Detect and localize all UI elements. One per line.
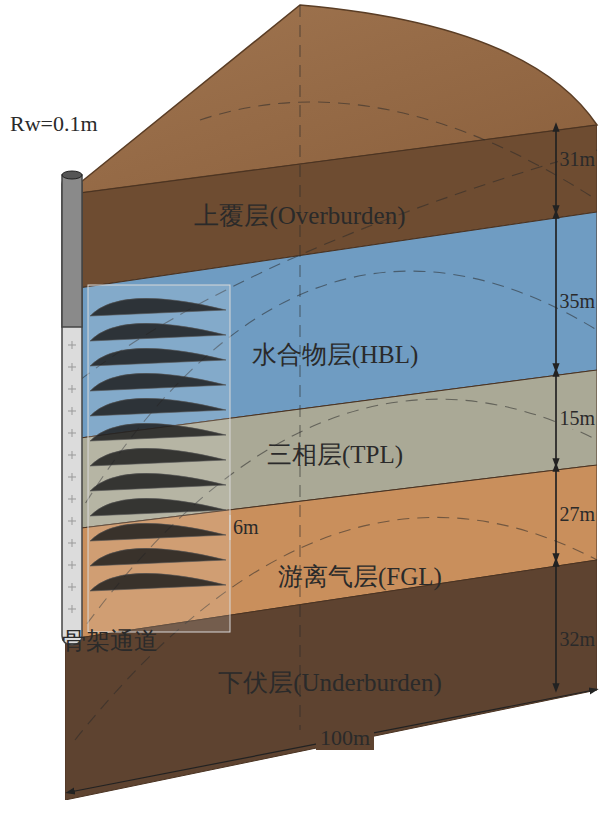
perforation [68, 495, 76, 503]
thickness-label: 31m [558, 148, 596, 170]
dimension-arrow [555, 562, 556, 688]
well-casing [62, 175, 82, 327]
thickness-label: 15m [558, 407, 596, 429]
fracture-wing [90, 448, 226, 466]
fracture-wing [90, 298, 226, 316]
well-radius-label: Rw=0.1m [10, 112, 98, 136]
width-label: 100m [316, 726, 374, 750]
thickness-label: 35m [558, 290, 596, 312]
perforation [68, 561, 76, 569]
dimension-line [555, 125, 556, 690]
fracture-wing [90, 523, 226, 541]
layer-label: 三相层(TPL) [267, 441, 403, 469]
skeleton-channel-label: 骨架通道 [62, 628, 158, 654]
fracture-wing [90, 398, 226, 416]
perforation [68, 583, 76, 591]
well-top [62, 171, 82, 179]
perforation [68, 473, 76, 481]
layer-label: 上覆层(Overburden) [194, 202, 405, 230]
dashed-contour [200, 102, 597, 200]
fracture-length-label: 6m [233, 516, 259, 538]
fracture-zone [88, 285, 230, 632]
perforation [68, 429, 76, 437]
perforation [68, 539, 76, 547]
perforation [68, 451, 76, 459]
perforation [68, 363, 76, 371]
fracture-wing [90, 423, 226, 441]
width-dimension [70, 690, 594, 792]
fracture-wing [90, 498, 226, 516]
fracture-length-tick [230, 515, 231, 540]
fracture-wing [90, 473, 226, 491]
perforation [68, 385, 76, 393]
layer-label: 下伏层(Underburden) [218, 669, 442, 697]
fracture-wing [90, 373, 226, 391]
perforation [68, 407, 76, 415]
layer-label: 游离气层(FGL) [278, 563, 442, 591]
perforation [68, 605, 76, 613]
layer-label: 水合物层(HBL) [252, 341, 419, 369]
dimension-arrow [555, 127, 556, 210]
thickness-label: 32m [558, 628, 596, 650]
perforation [68, 341, 76, 349]
thickness-label: 27m [558, 503, 596, 525]
fracture-wing [90, 348, 226, 366]
fracture-wing [90, 548, 226, 566]
perforation [68, 517, 76, 525]
dashed-contour [299, 5, 300, 730]
fracture-wing [90, 573, 226, 591]
dimension-arrow [555, 214, 556, 368]
fracture-wing [90, 323, 226, 341]
dimension-arrow [555, 467, 556, 558]
dimension-arrow [555, 372, 556, 463]
well [62, 175, 82, 645]
